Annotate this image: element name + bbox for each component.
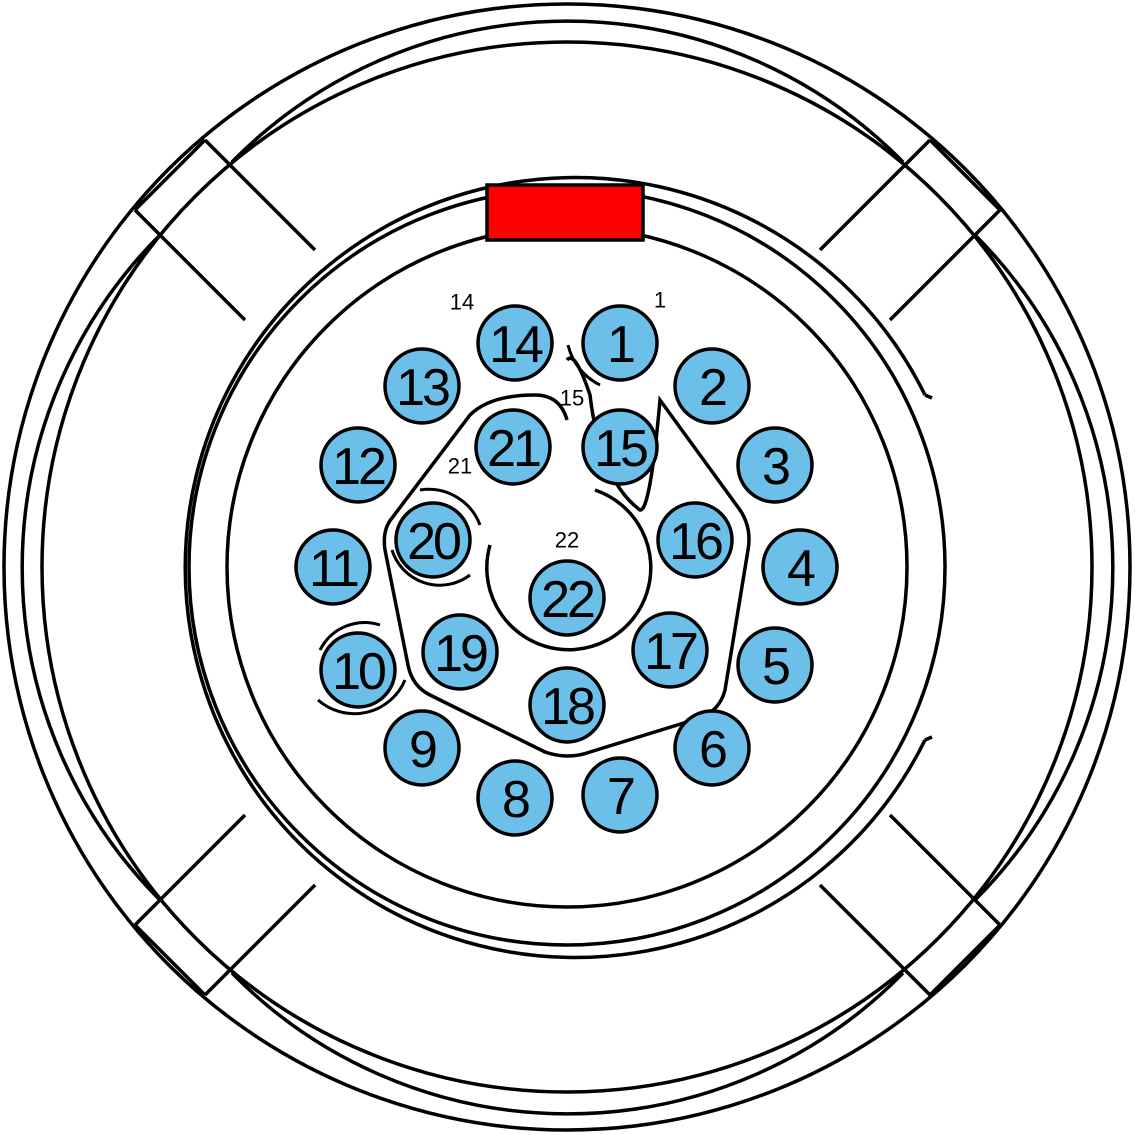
pin-label: 8 xyxy=(502,771,529,829)
arc-pin10b xyxy=(317,679,407,716)
arc-pin10 xyxy=(318,621,381,651)
pin-19: 19 xyxy=(421,613,499,691)
pin-3: 3 xyxy=(736,426,814,504)
arc-pin20b xyxy=(390,549,471,587)
center-recess xyxy=(485,488,653,652)
pin-label: 14 xyxy=(489,316,543,374)
pin-label: 4 xyxy=(787,540,815,598)
pin-20: 20 xyxy=(394,501,472,579)
pin-21: 21 xyxy=(474,408,552,486)
pin-circle xyxy=(319,426,397,504)
pin-label: 22 xyxy=(541,571,594,629)
arc-pin1 xyxy=(566,344,601,387)
pin-17: 17 xyxy=(631,611,709,689)
pin-circle xyxy=(761,528,839,606)
pin-13: 13 xyxy=(383,347,461,425)
pin-8: 8 xyxy=(476,759,554,837)
pin-circle xyxy=(383,709,461,787)
pin-18: 18 xyxy=(528,666,606,744)
pin-6: 6 xyxy=(673,709,751,787)
pin-circle xyxy=(476,304,554,382)
pin-circle xyxy=(581,304,659,382)
pin-7: 7 xyxy=(581,756,659,834)
latch-slots xyxy=(133,138,1002,997)
marker-label-1: 1 xyxy=(654,288,666,313)
pin-label: 19 xyxy=(434,625,487,683)
pin-12: 12 xyxy=(319,426,397,504)
pin-15: 15 xyxy=(581,408,659,486)
pin-circle xyxy=(581,756,659,834)
pin-label: 20 xyxy=(407,513,460,571)
pin-label: 15 xyxy=(594,420,647,478)
marker-label-15: 15 xyxy=(560,386,584,411)
pin-14: 14 xyxy=(476,304,554,382)
outer-ring-inner xyxy=(40,40,1094,1094)
pin-1: 1 xyxy=(581,304,659,382)
pin-circle xyxy=(476,759,554,837)
pin-label: 7 xyxy=(607,768,634,826)
polarization-key xyxy=(485,183,645,242)
pin-circle xyxy=(736,626,814,704)
insert-ring-outer xyxy=(183,175,927,960)
pin-22: 22 xyxy=(528,559,606,637)
arc-pin20 xyxy=(419,487,482,526)
pin-circle xyxy=(421,613,499,691)
pin-circle xyxy=(528,559,606,637)
pin-16: 16 xyxy=(656,501,734,579)
mid-ring-arcs xyxy=(20,19,1115,1116)
marker-label-14: 14 xyxy=(450,290,474,315)
pin-label: 21 xyxy=(487,420,540,478)
markers: 14 1 15 21 22 xyxy=(448,288,666,553)
pin-label: 11 xyxy=(309,540,358,598)
pin-label: 12 xyxy=(332,438,385,496)
pin-circle xyxy=(474,408,552,486)
pin-5: 5 xyxy=(736,626,814,704)
marker-label-21: 21 xyxy=(448,454,472,479)
pin-circle xyxy=(673,709,751,787)
pin-circle xyxy=(736,426,814,504)
pin-circle xyxy=(394,501,472,579)
pin-label: 16 xyxy=(669,513,722,571)
pin-circle xyxy=(673,347,751,425)
pin-label: 10 xyxy=(332,643,385,701)
pin-9: 9 xyxy=(383,709,461,787)
pin-label: 13 xyxy=(396,359,449,417)
pin-circle xyxy=(581,408,659,486)
pin-11: 11 xyxy=(294,528,372,606)
marker-label-22: 22 xyxy=(555,528,579,553)
pin-circle xyxy=(656,501,734,579)
pin-label: 2 xyxy=(699,359,726,417)
pin-label: 17 xyxy=(644,623,697,681)
pin-circle xyxy=(383,347,461,425)
pin-10: 10 xyxy=(319,631,397,709)
pin-4: 4 xyxy=(761,528,839,606)
pin-label: 9 xyxy=(409,721,436,779)
pin-2: 2 xyxy=(673,347,751,425)
pin-label: 6 xyxy=(699,721,726,779)
pin-label: 5 xyxy=(762,638,789,696)
pin-circle xyxy=(631,611,709,689)
pin-label: 3 xyxy=(762,438,789,496)
pin-label: 18 xyxy=(541,678,594,736)
pin-label: 1 xyxy=(607,316,634,374)
pin-circle xyxy=(319,631,397,709)
pin-circle xyxy=(528,666,606,744)
pin-circle xyxy=(294,528,372,606)
